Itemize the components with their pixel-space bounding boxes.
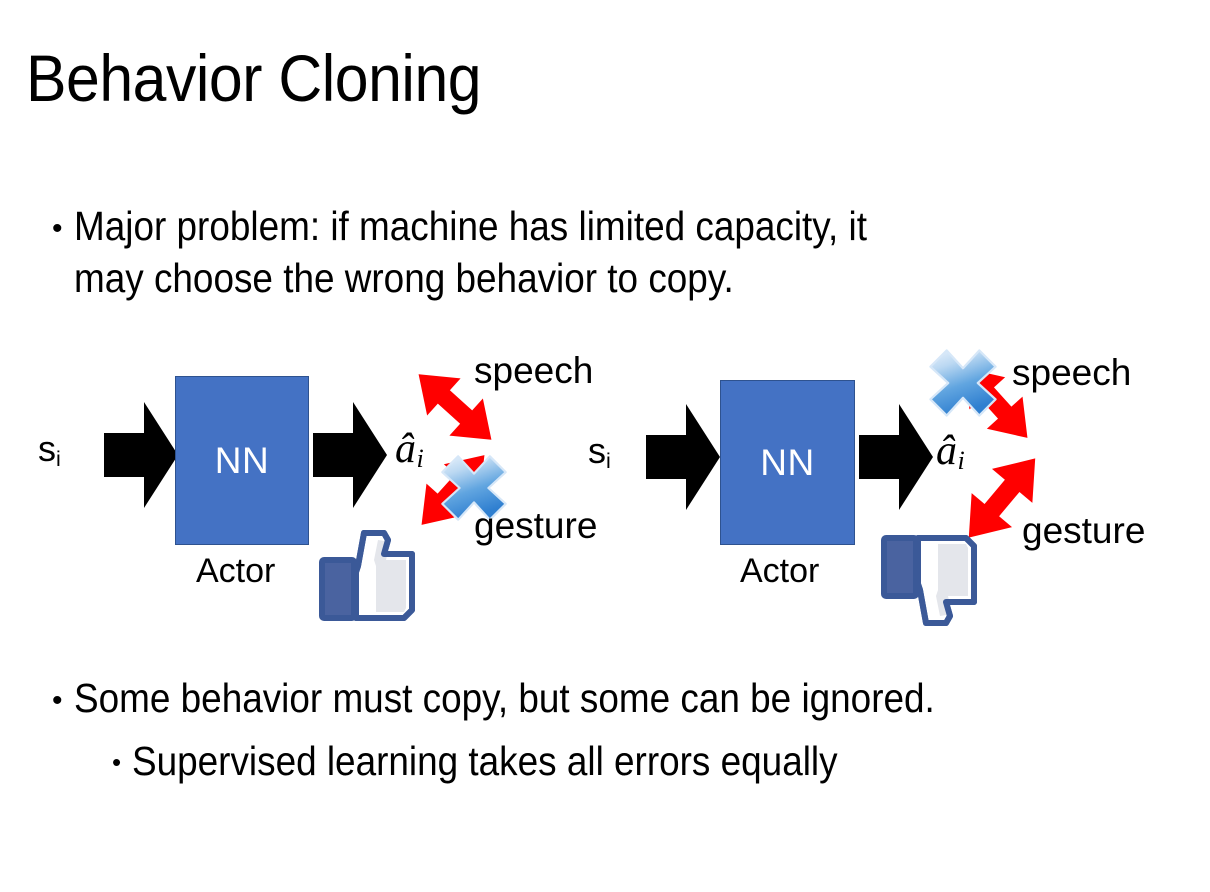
- state-subscript: i: [56, 445, 61, 471]
- state-symbol: s: [38, 428, 56, 469]
- bullet-marker-icon: •: [52, 684, 63, 717]
- speech-arrow-left: [400, 352, 510, 462]
- action-subscript: i: [957, 446, 965, 476]
- page-title: Behavior Cloning: [26, 41, 482, 115]
- bullet-list-bottom-2: • Supervised learning takes all errors e…: [112, 735, 1182, 787]
- nn-box-label: NN: [214, 439, 270, 481]
- state-symbol: s: [588, 430, 606, 471]
- output-arrow-left: [313, 400, 387, 510]
- bullet-text: Major problem: if machine has limited ca…: [73, 203, 867, 302]
- output-label-speech-right: speech: [1012, 352, 1132, 393]
- state-label-left: si: [38, 428, 61, 471]
- input-arrow-left: [104, 400, 178, 510]
- cross-out-speech-icon-right: [926, 346, 1000, 420]
- input-arrow-right: [646, 402, 720, 512]
- thumbs-up-icon: [318, 530, 422, 622]
- action-label-left: âi: [395, 426, 424, 474]
- action-label-right: âi: [936, 428, 965, 476]
- list-item: • Supervised learning takes all errors e…: [112, 735, 1182, 787]
- state-subscript: i: [606, 447, 611, 473]
- list-item: • Some behavior must copy, but some can …: [52, 672, 1182, 724]
- thumbs-down-icon: [880, 522, 984, 626]
- bullet-text: Some behavior must copy, but some can be…: [73, 675, 935, 721]
- output-label-gesture-left: gesture: [474, 505, 598, 546]
- actor-caption-left: Actor: [196, 552, 276, 590]
- list-item: • Major problem: if machine has limited …: [52, 200, 1162, 305]
- nn-box-left: NN: [175, 376, 309, 545]
- bullet-list-bottom-1: • Some behavior must copy, but some can …: [52, 672, 1182, 724]
- action-subscript: i: [416, 444, 424, 474]
- nn-box-right: NN: [720, 380, 855, 545]
- action-symbol: â: [395, 426, 416, 472]
- bullet-marker-icon: •: [112, 747, 122, 777]
- actor-caption-right: Actor: [740, 552, 820, 590]
- bullet-marker-icon: •: [52, 212, 63, 245]
- action-symbol: â: [936, 428, 957, 474]
- output-label-gesture-right: gesture: [1022, 510, 1146, 551]
- output-arrow-right: [859, 402, 933, 512]
- diagram-right: si NN Actor âi: [570, 330, 1210, 640]
- nn-box-label: NN: [760, 441, 815, 483]
- cross-out-gesture-icon-left: [438, 452, 510, 524]
- bullet-list-top: • Major problem: if machine has limited …: [52, 200, 1162, 305]
- gesture-arrow-right: [944, 440, 1060, 556]
- output-label-speech-left: speech: [474, 350, 594, 391]
- bullet-text: Supervised learning takes all errors equ…: [132, 738, 838, 784]
- diagram-left: si NN Actor âi: [0, 330, 640, 640]
- state-label-right: si: [588, 430, 611, 473]
